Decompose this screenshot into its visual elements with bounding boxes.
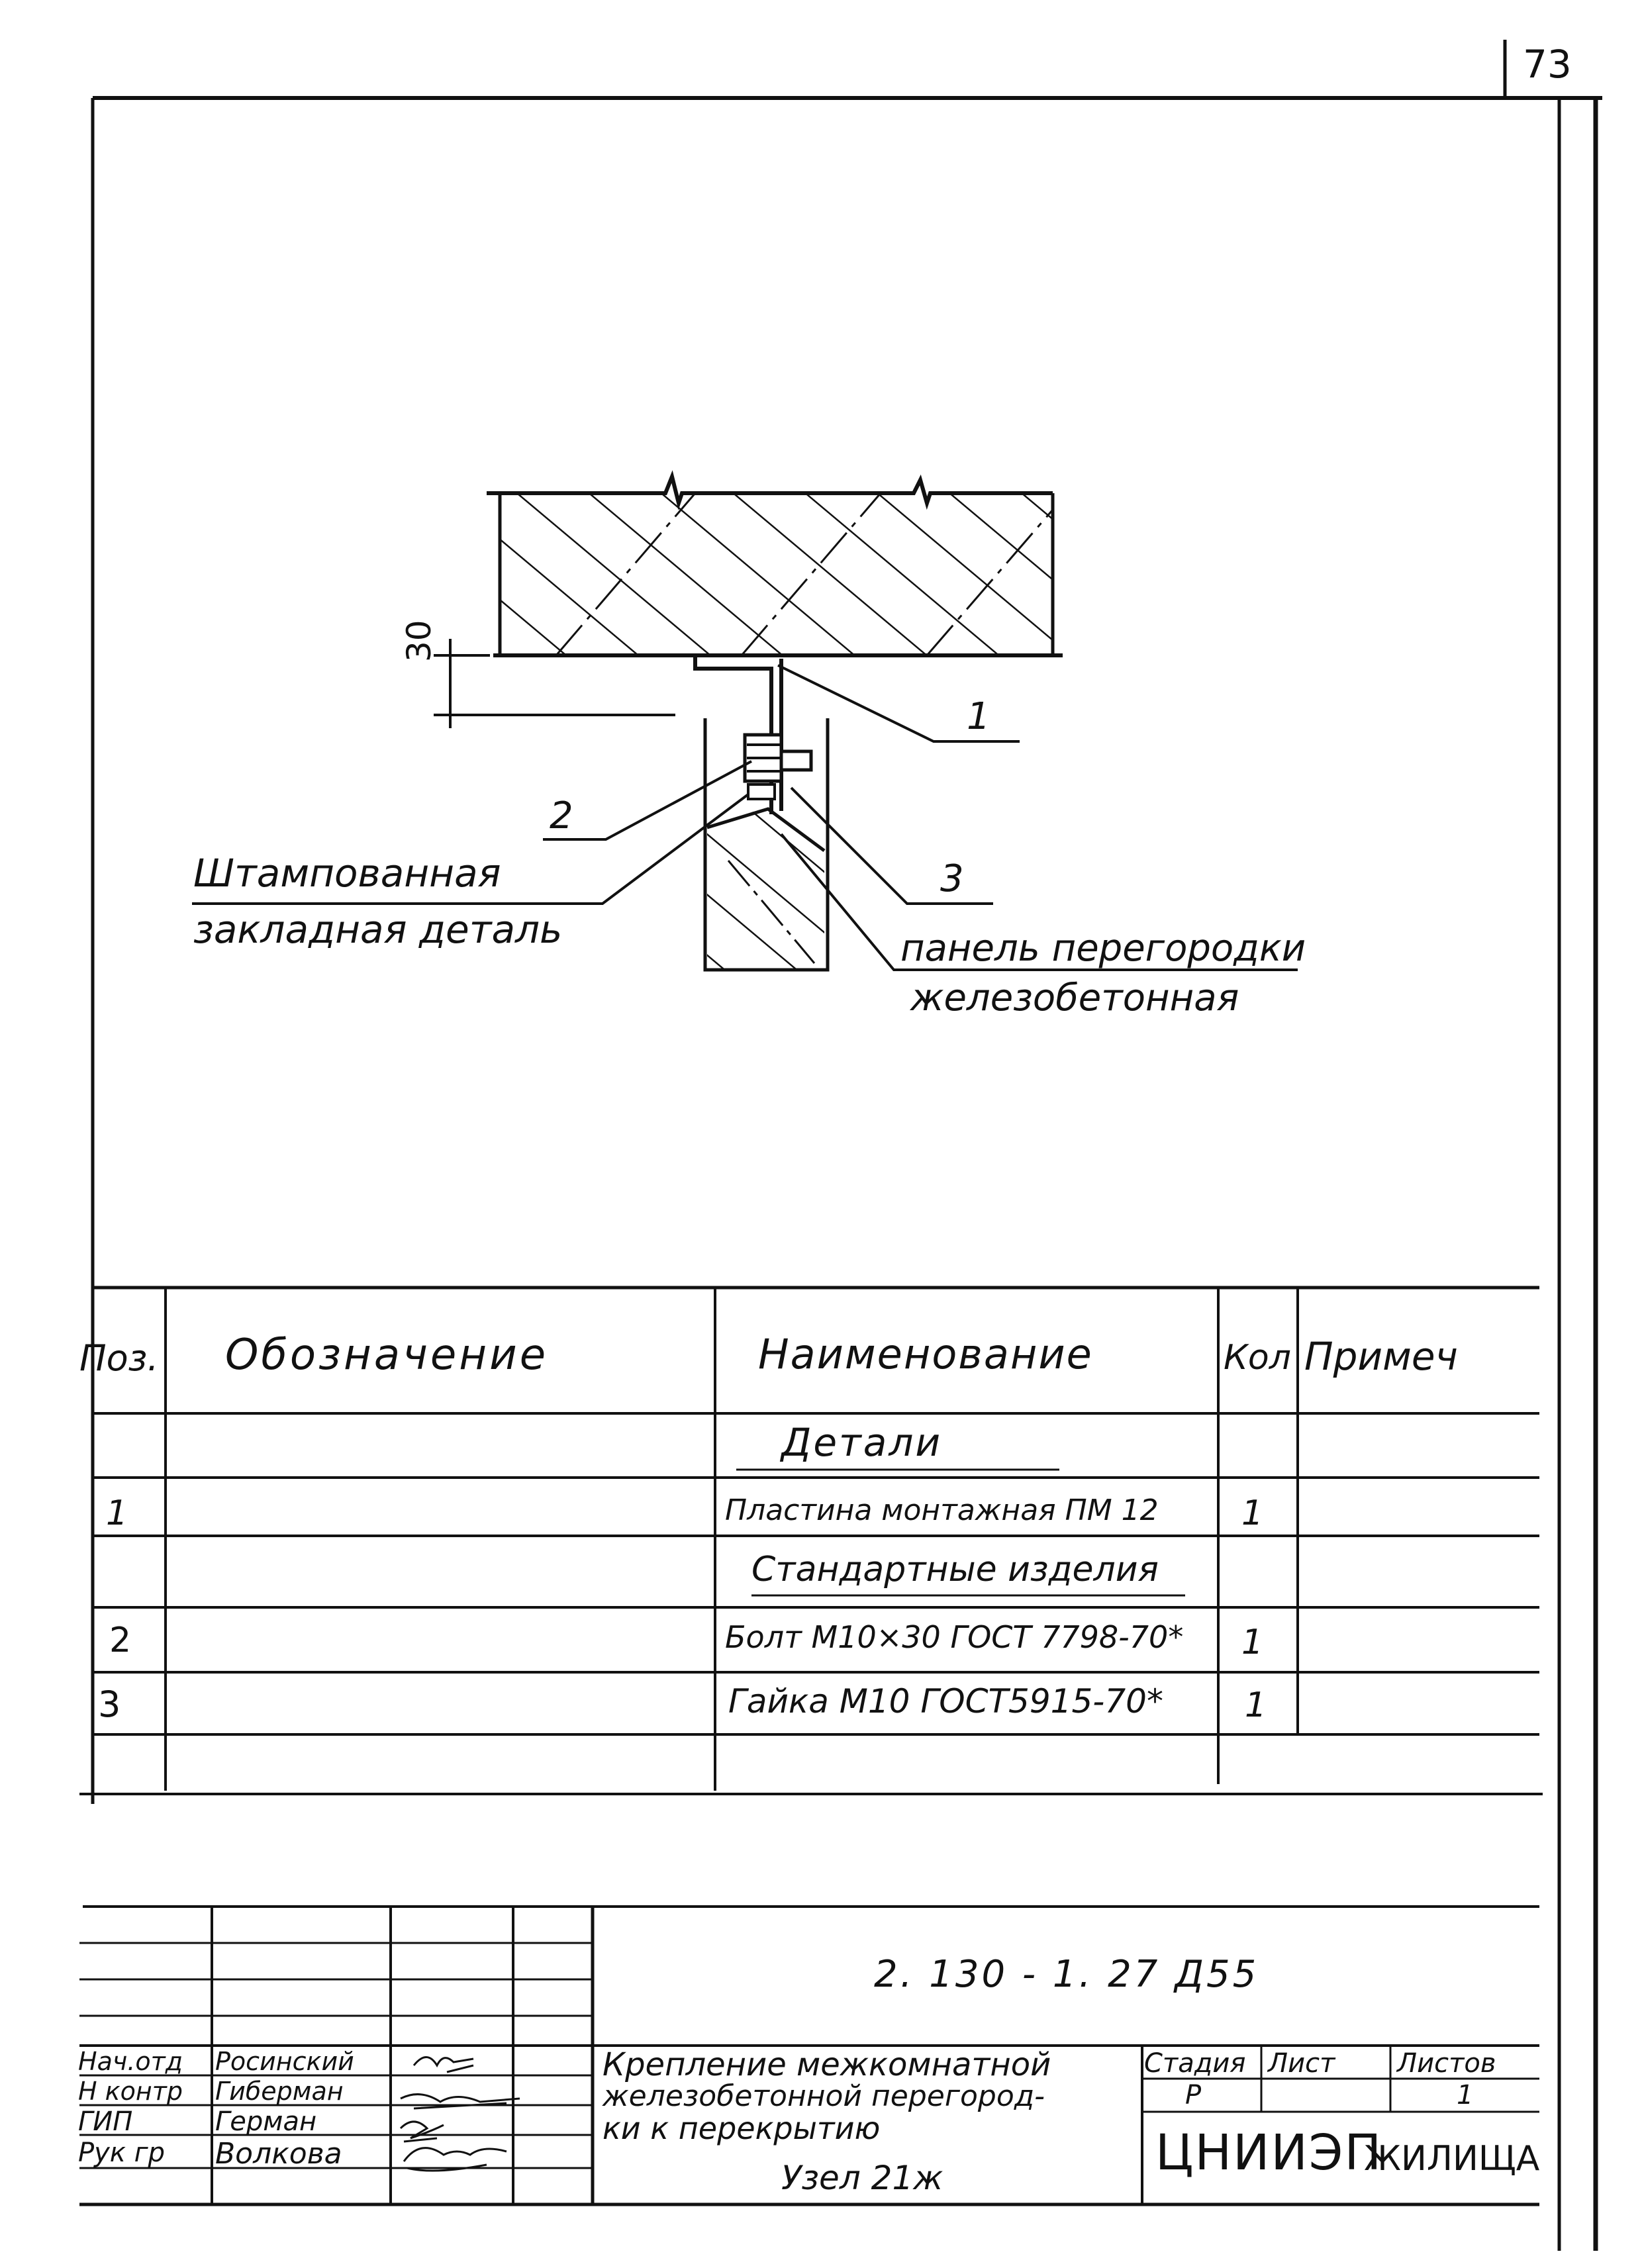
signer-role-4: Рук гр [78, 2138, 166, 2168]
callout-3: 3 [940, 857, 964, 900]
row-name-3: Гайка М10 ГОСТ5915-70* [728, 1682, 1163, 1721]
row-name-1: Пластина монтажная ПМ 12 [725, 1493, 1159, 1527]
header-pos: Поз. [79, 1337, 159, 1379]
sheets-value: 1 [1457, 2080, 1474, 2110]
sheet-frame [91, 96, 1602, 2251]
page-number: 73 [1523, 42, 1572, 87]
organization-abbr: ЦНИИЭП [1155, 2124, 1383, 2181]
section-details: Детали [781, 1420, 943, 1465]
row-pos-1: 1 [106, 1493, 128, 1533]
row-name-2: Болт М10×30 ГОСТ 7798-70* [725, 1619, 1184, 1655]
row-pos-3: 3 [98, 1683, 121, 1725]
signature-marks [399, 2056, 520, 2172]
document-code: 2. 130 - 1. 27 Д55 [874, 1953, 1259, 1996]
floor-slab [487, 470, 1063, 657]
section-standard-items: Стандартные изделия [751, 1550, 1159, 1589]
row-qty-2: 1 [1241, 1623, 1264, 1662]
signer-name-2: Гиберман [215, 2077, 344, 2106]
row-pos-2: 2 [109, 1621, 132, 1660]
partition-panel [703, 718, 830, 972]
title-line-2: железобетонной перегород- [603, 2079, 1045, 2113]
signer-role-2: Н контр [78, 2077, 183, 2106]
dimension-label: 30 [400, 620, 438, 662]
callout-1: 1 [967, 695, 990, 738]
header-note: Примеч [1304, 1334, 1458, 1379]
label-panel-line1: панель перегородки [900, 927, 1306, 970]
label-panel-line2: железобетонная [910, 976, 1239, 1019]
row-qty-1: 1 [1241, 1493, 1264, 1533]
mounting-plate-pm12 [693, 655, 813, 814]
dimension-30 [434, 639, 675, 728]
header-qty: Кол [1224, 1338, 1291, 1378]
label-embedded-part-line1: Штампованная [193, 851, 501, 896]
signer-role-3: ГИП [78, 2106, 133, 2137]
organization-suffix: ЖИЛИЩА [1364, 2139, 1540, 2179]
header-designation: Обозначение [225, 1331, 549, 1380]
label-embedded-part-line2: закладная деталь [193, 907, 563, 952]
signer-role-1: Нач.отд [78, 2047, 183, 2076]
callout-2: 2 [550, 794, 573, 837]
sheets-label: Листов [1397, 2048, 1496, 2079]
node-label: Узел 21ж [781, 2159, 943, 2197]
stage-value: Р [1185, 2080, 1202, 2110]
signer-name-1: Росинский [215, 2047, 354, 2076]
title-block-lines [79, 1905, 1539, 2206]
signer-name-4: Волкова [215, 2137, 342, 2171]
sheet-label: Лист [1268, 2048, 1335, 2079]
title-line-3: ки к перекрытию [603, 2110, 881, 2146]
header-name: Наименование [758, 1330, 1093, 1378]
title-line-1: Крепление межкомнатной [603, 2046, 1051, 2083]
leader-lines [192, 664, 1298, 971]
signer-name-3: Герман [215, 2106, 317, 2137]
row-qty-3: 1 [1245, 1685, 1267, 1725]
spec-table-lines [79, 1286, 1543, 1795]
stage-label: Стадия [1144, 2048, 1246, 2079]
